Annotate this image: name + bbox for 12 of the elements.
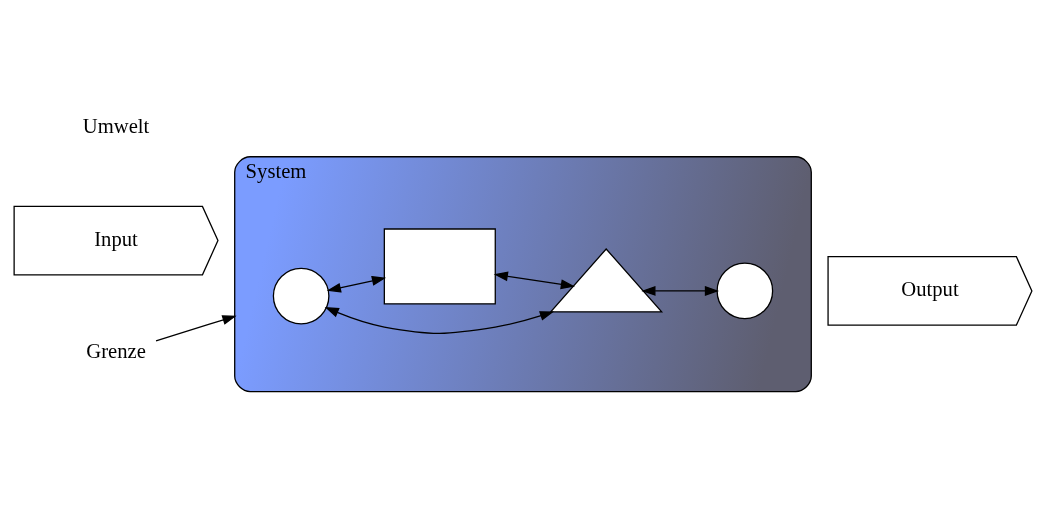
node-triangle (549, 248, 664, 313)
arrow (155, 315, 237, 342)
arrow (324, 307, 555, 334)
label: Umwelt (82, 115, 150, 138)
node-circle (716, 262, 774, 320)
arrow (641, 285, 720, 296)
node-box (383, 228, 496, 305)
arrow (493, 271, 575, 290)
node-text: Grenze (86, 339, 146, 362)
node-circle (272, 267, 330, 325)
cluster: System (234, 156, 812, 393)
arrow (326, 276, 387, 293)
